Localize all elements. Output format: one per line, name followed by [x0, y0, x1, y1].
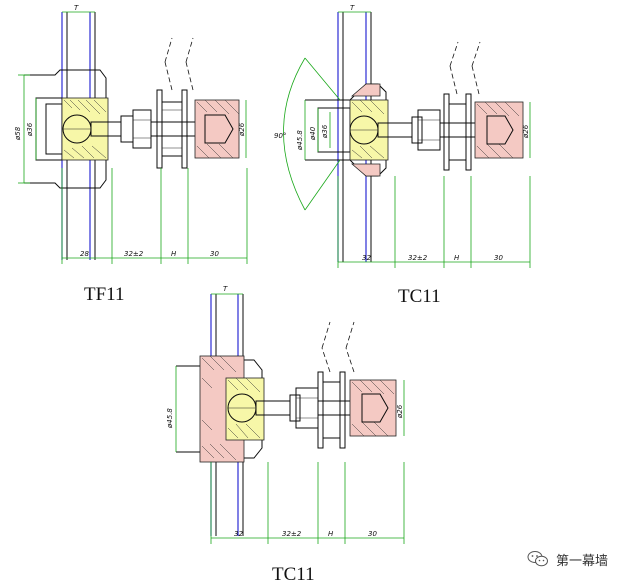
assembly-tc11-right: 90° ø45.8 ø40 ø36 ø26 T 32 32±2 H 30 [274, 4, 531, 268]
dim-b-angle: 90° [274, 132, 286, 140]
dim-b-seg-3: H [454, 254, 460, 262]
dim-a-seg-2: 32±2 [124, 250, 144, 258]
dim-b-seg-2: 32±2 [408, 254, 428, 262]
label-tf11: TF11 [84, 284, 124, 305]
wechat-icon [527, 551, 548, 567]
dim-b-d36: ø36 [321, 124, 329, 139]
assembly-tc11-bottom: ø45.8 ø26 T 32 32±2 H 30 [166, 285, 405, 544]
dim-a-inner-diameter: ø36 [26, 122, 34, 137]
dim-b-seg-4: 30 [494, 254, 503, 262]
dim-c-d458: ø45.8 [166, 408, 174, 429]
assembly-tf11: ø58 ø36 ø26 T 28 32±2 H 30 [14, 4, 248, 264]
dim-c-seg-3: H [328, 530, 334, 538]
dim-b-seg-1: 32 [362, 254, 371, 262]
dim-a-thickness: T [74, 4, 79, 12]
dim-c-thickness: T [223, 285, 228, 293]
dim-b-d40: ø40 [309, 126, 317, 141]
dim-b-thickness: T [350, 4, 355, 12]
dim-a-seg-3: H [171, 250, 177, 258]
label-tc11-bottom: TC11 [272, 564, 315, 585]
dim-a-seg-1: 28 [80, 250, 89, 258]
label-tc11-right: TC11 [398, 286, 441, 307]
dim-b-nut-diameter: ø26 [522, 124, 530, 139]
dim-c-nut-diameter: ø26 [396, 404, 404, 419]
dim-b-d458: ø45.8 [296, 130, 304, 151]
dim-c-seg-4: 30 [368, 530, 377, 538]
dim-a-outer-diameter: ø58 [14, 126, 22, 141]
dim-a-seg-4: 30 [210, 250, 219, 258]
watermark-text: 第一幕墙 [556, 554, 609, 569]
dim-c-seg-2: 32±2 [282, 530, 302, 538]
dim-a-nut-diameter: ø26 [238, 122, 246, 137]
dim-c-seg-1: 32 [234, 530, 243, 538]
